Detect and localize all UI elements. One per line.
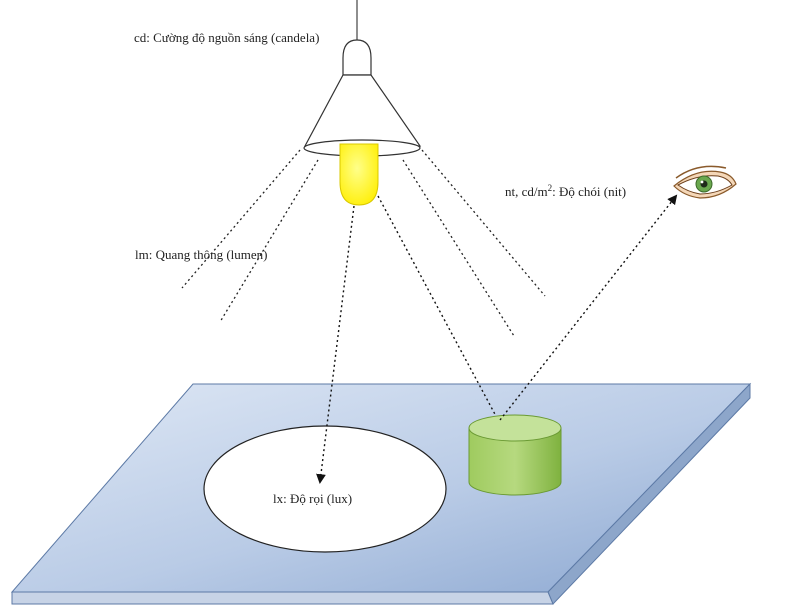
flux-ray-1 xyxy=(181,149,301,289)
lux-label: lx: Độ rọi (lux) xyxy=(273,491,352,506)
lumen-label: lm: Quang thông (lumen) xyxy=(135,247,268,262)
luminance-label-superscript: 2 xyxy=(548,183,553,193)
eye-icon xyxy=(673,165,737,199)
illuminated-area xyxy=(203,425,447,553)
lampshade xyxy=(303,74,422,147)
incident-ray xyxy=(377,195,498,419)
flux-ray-3 xyxy=(402,159,515,337)
flux-ray-4 xyxy=(421,149,546,297)
flux-rays xyxy=(181,149,546,337)
object-cylinder xyxy=(468,414,562,496)
cylinder-top xyxy=(468,414,562,442)
cylinder-body xyxy=(468,427,562,496)
floor-edge-front xyxy=(11,591,554,605)
luminance-label-prefix: nt, cd/m xyxy=(505,184,548,199)
flux-ray-2 xyxy=(219,159,319,323)
light-bulb xyxy=(339,143,379,206)
luminance-label-suffix: : Độ chói (nit) xyxy=(552,184,626,199)
lamp-cap xyxy=(342,39,372,76)
luminance-label: nt, cd/m2: Độ chói (nit) xyxy=(505,183,626,199)
candela-label: cd: Cường độ nguồn sáng (candela) xyxy=(134,30,319,45)
illuminance-arrow xyxy=(316,205,355,484)
